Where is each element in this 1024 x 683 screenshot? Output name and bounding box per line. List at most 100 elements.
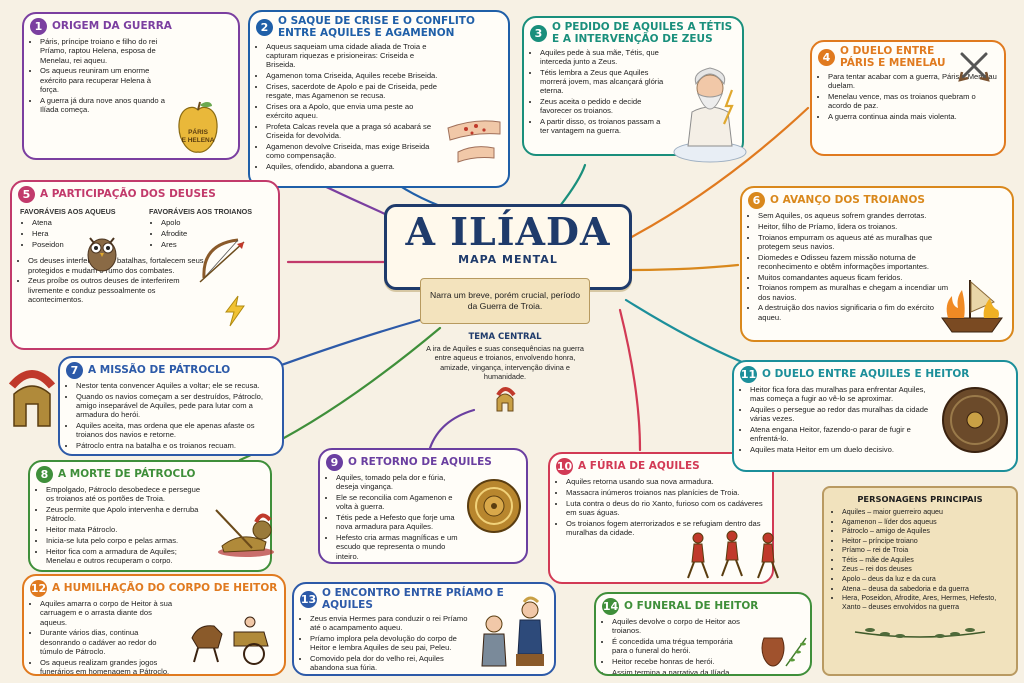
list-item: Aquiles devolve o corpo de Heitor aos tr… (612, 617, 750, 636)
section-number: 3 (530, 25, 547, 43)
list-item: Heitor fica fora das muralhas para enfre… (750, 385, 942, 404)
list-item: Atena engana Heitor, fazendo-o parar de … (750, 425, 942, 444)
list-item: Ares (161, 240, 234, 249)
section-funeral-de-heitor: 14 O FUNERAL DE HEITOR Aquiles devolve o … (594, 592, 812, 676)
main-title: A ILÍADA (405, 209, 611, 254)
list-item: Luta contra o deus do rio Xanto, furioso… (566, 499, 766, 518)
list-item: Nestor tenta convencer Aquiles a voltar;… (76, 381, 276, 390)
section-missao-de-patroclo: 7A MISSÃO DE PÁTROCLO Nestor tenta conve… (58, 356, 284, 456)
golden-apple-icon: PÁRIS E HELENA (178, 101, 218, 153)
list-item: Aquiles o persegue ao redor das muralhas… (750, 405, 942, 424)
helmet-icon (496, 386, 516, 412)
list-item: Aquiles, tomado pela dor e fúria, deseja… (336, 473, 464, 492)
list-item: A guerra já dura nove anos quando a Ilía… (40, 96, 168, 115)
section-title: A MORTE DE PÁTROCLO (58, 467, 196, 480)
list-item: Aquiles mata Heitor em um duelo decisivo… (750, 445, 942, 454)
list-item: Hera, Poseidon, Afrodite, Ares, Hermes, … (842, 594, 1002, 612)
list-item: Crises, sacerdote de Apolo e pai de Cris… (266, 82, 438, 101)
title-banner: A ILÍADA MAPA MENTAL (384, 204, 632, 290)
fallen-warrior-icon (215, 509, 274, 557)
section-number: 14 (602, 598, 619, 615)
section-title: O RETORNO DE AQUILES (348, 455, 492, 468)
list-item: Zeus – rei dos deuses (842, 565, 1002, 574)
section-number: 12 (30, 580, 47, 597)
svg-text:PÁRIS: PÁRIS (188, 127, 209, 136)
list-item: Os aqueus realizam grandes jogos funerár… (40, 658, 180, 675)
list-item: Aquiles retorna usando sua nova armadura… (566, 477, 766, 486)
list-item: Aquiles, ofendido, abandona a guerra. (266, 162, 438, 171)
bow-and-arrow-icon (199, 238, 245, 283)
list-item: Os aqueus reuniram um enorme exército pa… (40, 66, 168, 94)
list-item: Quando os navios começam a ser destruído… (76, 392, 276, 420)
theme-text: A ira de Aquiles e suas consequências na… (426, 344, 584, 382)
characters-title: PERSONAGENS PRINCIPAIS (857, 494, 983, 504)
urn-and-laurel-icon (761, 637, 807, 667)
list-item: Apolo – deus da luz e da cura (842, 575, 1002, 584)
section-title: O ENCONTRO ENTRE PRÍAMO E AQUILES (322, 587, 504, 611)
list-item: Pátroclo – amigo de Aquiles (842, 527, 1002, 536)
section-duelo-aquiles-heitor: 11 O DUELO ENTRE AQUILES E HEITOR Heitor … (732, 360, 1018, 472)
main-subtitle: MAPA MENTAL (458, 253, 558, 266)
fav-troianos-heading: FAVORÁVEIS AOS TROIANOS (149, 207, 253, 216)
list-item: A destruição dos navios significaria o f… (758, 303, 952, 322)
section-number: 13 (300, 591, 317, 609)
list-item: Menelau vence, mas os troianos quebram o… (828, 92, 998, 111)
section-number: 8 (36, 466, 53, 483)
section-title: O DUELO ENTRE AQUILES E HEITOR (762, 367, 970, 380)
spartan-helmet-icon (8, 370, 56, 427)
list-item: Heitor, filho de Príamo, lidera os troia… (758, 222, 952, 231)
list-item: Assim termina a narrativa da Ilíada. (612, 668, 750, 674)
section-title: A MISSÃO DE PÁTROCLO (88, 363, 231, 376)
section-title: A PARTICIPAÇÃO DOS DEUSES (40, 187, 216, 200)
list-item: Príamo implora pela devolução do corpo d… (310, 634, 474, 653)
list-item: Troianos rompem as muralhas e chegam a i… (758, 283, 952, 302)
list-item: Príamo – rei de Troia (842, 546, 1002, 555)
list-item: Profeta Calcas revela que a praga só aca… (266, 122, 438, 141)
list-item: Agamenon toma Criseida, Aquiles recebe B… (266, 71, 438, 80)
shield-icon (467, 479, 521, 533)
section-title: A FÚRIA DE AQUILES (578, 459, 700, 472)
chariot-icon (191, 616, 269, 665)
burning-ship-icon (941, 280, 1003, 333)
round-shield-icon (942, 387, 1008, 453)
list-item: Atena (32, 218, 105, 227)
section-number: 2 (256, 19, 273, 37)
section-encontro-priamo-aquiles: 13O ENCONTRO ENTRE PRÍAMO E AQUILES Zeus… (292, 582, 556, 676)
zeus-icon (673, 67, 747, 163)
section-number: 1 (30, 18, 47, 35)
section-number: 10 (556, 458, 573, 475)
list-item: Zeus aceita o pedido e decide favorecer … (540, 97, 668, 116)
section-title: O FUNERAL DE HEITOR (624, 599, 759, 612)
list-item: Heitor mata Pátroclo. (46, 525, 208, 534)
running-warriors-icon (687, 530, 779, 579)
section-number: 4 (818, 49, 835, 67)
laurel-icon (854, 628, 986, 639)
list-item: Tétis – mãe de Aquiles (842, 556, 1002, 565)
list-item: Aquiles aceita, mas ordena que ele apena… (76, 421, 276, 440)
list-item: Agamenon – líder dos aqueus (842, 518, 1002, 527)
list-item: Aqueus saqueiam uma cidade aliada de Tro… (266, 42, 438, 70)
lightning-bolt-icon (225, 295, 245, 327)
list-item: Zeus permite que Apolo intervenha e derr… (46, 505, 208, 524)
crossed-swords-icon (958, 52, 990, 82)
list-item: Diomedes e Odisseu fazem missão noturna … (758, 253, 952, 272)
list-item: Páris, príncipe troiano e filho do rei P… (40, 37, 168, 65)
list-item: Atena – deusa da sabedoria e da guerra (842, 585, 1002, 594)
section-duelo-paris-menelau: 4O DUELO ENTRE PÁRIS E MENELAU Para tent… (810, 40, 1006, 156)
list-item: Heitor fica com a armadura de Aquiles; M… (46, 547, 208, 566)
list-item: Crises ora a Apolo, que envia uma peste … (266, 102, 438, 121)
list-item: Heitor – príncipe troiano (842, 537, 1002, 546)
section-title: O PEDIDO DE AQUILES A TÉTIS E A INTERVEN… (552, 21, 733, 45)
section-number: 11 (740, 366, 757, 383)
list-item: Zeus proíbe os outros deuses de interfer… (28, 276, 208, 304)
list-item: Comovido pela dor do velho rei, Aquiles … (310, 654, 474, 673)
list-item: Apolo (161, 218, 234, 227)
fav-aqueus-heading: FAVORÁVEIS AOS AQUEUS (20, 207, 116, 216)
section-number: 6 (748, 192, 765, 209)
list-item: Os troianos fogem aterrorizados e se ref… (566, 519, 766, 538)
list-item: Aquiles – maior guerreiro aqueu (842, 508, 1002, 517)
list-item: Tétis lembra a Zeus que Aquiles morrerá … (540, 68, 668, 96)
list-item: Pátroclo entra na batalha e os troianos … (76, 441, 276, 450)
